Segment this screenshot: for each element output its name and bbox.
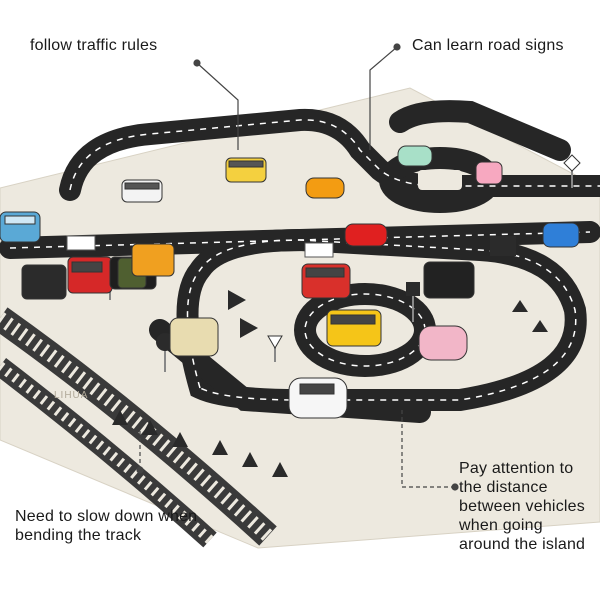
pink-car [475, 161, 503, 185]
black-jeep [21, 264, 67, 300]
black-van [423, 261, 475, 299]
railway-track-left [0, 307, 277, 548]
orange-truck [131, 243, 175, 277]
caption-distance-line: Pay attention to [459, 460, 574, 477]
blue-car [542, 222, 580, 248]
toy-cars [0, 145, 580, 419]
tree-silhouettes [112, 290, 548, 477]
callout-lines [136, 43, 459, 491]
yellow-school-bus [326, 309, 382, 347]
caption-slow-down-line: bending the track [15, 527, 142, 544]
red-truck [67, 256, 113, 294]
pink-beetle [418, 325, 468, 361]
blue-bus [0, 211, 41, 243]
caption-distance: Pay attention to the distance between ve… [459, 459, 585, 554]
red-bus [301, 263, 351, 299]
caption-distance-line: around the island [459, 536, 586, 553]
red-car [344, 223, 388, 247]
caption-learn-road-signs: Can learn road signs [412, 37, 564, 54]
caption-slow-down: Need to slow down when bending the track [15, 507, 197, 545]
brand-watermark: LIHUA [54, 390, 88, 401]
callout-bottom-right [401, 410, 455, 488]
callout-top-right [369, 46, 398, 150]
caption-follow-traffic-rules: follow traffic rules [30, 37, 158, 54]
mint-car [397, 145, 433, 167]
caption-distance-line: when going [459, 517, 543, 534]
caption-slow-down-line: Need to slow down when [15, 508, 198, 525]
white-car [288, 377, 348, 419]
white-bus [121, 179, 163, 203]
caption-distance-line: the distance [459, 479, 548, 496]
roundabout-center [418, 170, 462, 190]
yellow-bus [225, 157, 267, 183]
beige-car [169, 317, 219, 357]
caption-distance-line: between vehicles [459, 498, 585, 515]
callout-top-left [196, 62, 239, 150]
orange-car [305, 177, 345, 199]
